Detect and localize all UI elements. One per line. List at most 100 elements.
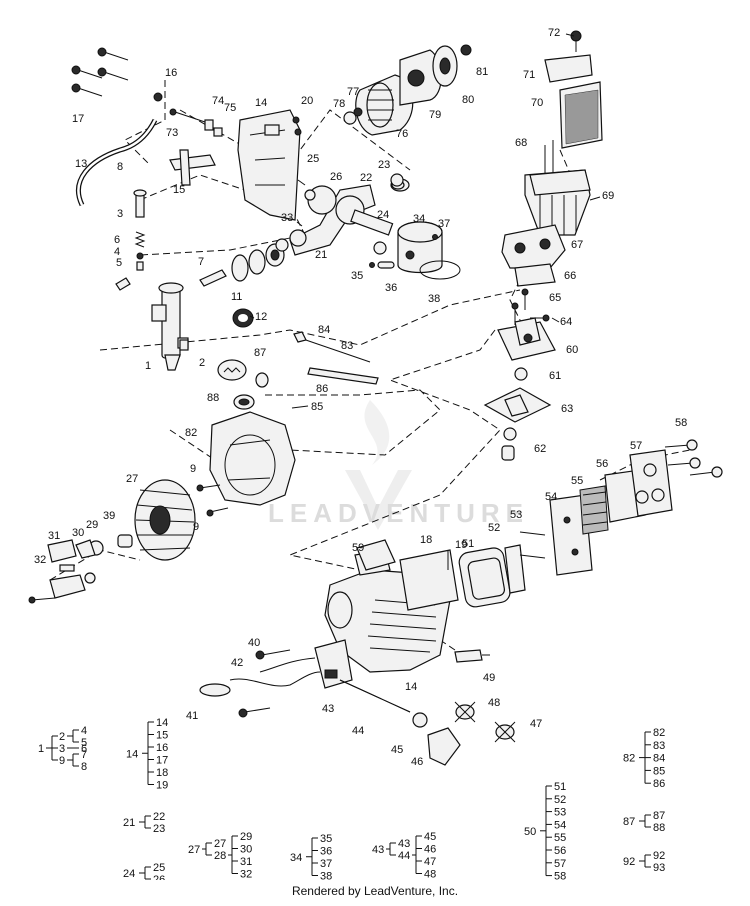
callout-71: 71 xyxy=(523,69,535,81)
bearing-22b xyxy=(390,173,404,187)
callout-82: 82 xyxy=(185,427,197,439)
muffler-51 xyxy=(458,547,511,608)
nut-48 xyxy=(454,701,476,723)
legend-number: 18 xyxy=(156,767,168,779)
clutch-parts-left xyxy=(28,534,133,604)
callout-34: 34 xyxy=(413,213,425,225)
callout-32: 32 xyxy=(34,554,46,566)
callout-15: 15 xyxy=(173,184,185,196)
callout-5: 5 xyxy=(116,257,122,269)
legend-number: 44 xyxy=(398,850,410,862)
legend-number: 15 xyxy=(156,730,168,742)
screw-20b xyxy=(294,128,302,136)
legend-number: 21 xyxy=(123,817,135,829)
callout-18: 18 xyxy=(420,534,432,546)
footer-credit: Rendered by LeadVenture, Inc. xyxy=(291,884,459,898)
callout-86: 86 xyxy=(316,383,328,395)
legend-number: 25 xyxy=(153,862,165,874)
leader-lines xyxy=(249,33,601,409)
callout-19: 19 xyxy=(455,539,467,551)
assembly-line xyxy=(179,109,411,171)
legend-number: 52 xyxy=(554,794,566,806)
legend-number: 56 xyxy=(554,845,566,857)
legend-number: 92 xyxy=(653,850,665,862)
seals-crank xyxy=(231,243,285,282)
callout-48: 48 xyxy=(488,697,500,709)
callout-40: 40 xyxy=(248,637,260,649)
pump-shaft-7 xyxy=(199,269,227,287)
callout-70: 70 xyxy=(531,97,543,109)
legend-number: 6 xyxy=(81,743,87,755)
legend-number: 51 xyxy=(554,781,566,793)
exploded-view: LEADVENTURE xyxy=(28,27,723,886)
nut-61b xyxy=(503,427,517,441)
shield-18 xyxy=(399,549,459,611)
callout-56: 56 xyxy=(596,458,608,470)
callout-11: 11 xyxy=(231,291,242,303)
legend-number: 93 xyxy=(653,862,665,874)
callout-66: 66 xyxy=(564,270,576,282)
legend-number: 9 xyxy=(59,755,65,767)
clip-87 xyxy=(255,372,269,388)
callout-39: 39 xyxy=(103,510,115,522)
legend-number: 83 xyxy=(653,740,665,752)
legend-number: 46 xyxy=(424,844,436,856)
crankcase-14 xyxy=(237,109,301,221)
screws-58 xyxy=(664,439,723,478)
callout-76: 76 xyxy=(396,128,408,140)
assembly-line xyxy=(139,174,306,256)
callout-12: 12 xyxy=(255,311,267,323)
callout-29: 29 xyxy=(86,519,98,531)
callout-8: 8 xyxy=(117,161,123,173)
legend-number: 48 xyxy=(424,869,436,881)
callout-6: 6 xyxy=(114,234,120,246)
nut-61 xyxy=(514,367,528,381)
legend-number: 45 xyxy=(424,831,436,843)
callout-1: 1 xyxy=(145,360,151,372)
callout-14: 14 xyxy=(255,97,267,109)
intake-60 xyxy=(497,317,556,361)
legend-number: 54 xyxy=(554,819,566,831)
legend-number: 58 xyxy=(554,871,566,880)
legend-number: 43 xyxy=(398,838,410,850)
legend-number: 34 xyxy=(290,852,302,864)
gasket-52 xyxy=(504,544,526,594)
legend-number: 87 xyxy=(653,810,665,822)
callout-30: 30 xyxy=(72,527,84,539)
callout-43: 43 xyxy=(322,703,334,715)
rod-83 xyxy=(299,337,371,363)
callout-20: 20 xyxy=(301,95,313,107)
legend-number: 30 xyxy=(240,844,252,856)
legend-number: 29 xyxy=(240,831,252,843)
fuel-line-13-inner xyxy=(77,119,157,206)
callout-63: 63 xyxy=(561,403,573,415)
callout-67: 67 xyxy=(571,239,583,251)
callout-53: 53 xyxy=(510,509,522,521)
legend-number: 84 xyxy=(653,753,665,765)
assembly-line xyxy=(124,80,166,166)
callout-3: 3 xyxy=(117,208,123,220)
fan-housing-82 xyxy=(209,411,296,506)
leader-line xyxy=(291,405,309,409)
crankshaft-21 xyxy=(289,178,410,256)
button-88-center xyxy=(238,398,250,406)
callout-79: 79 xyxy=(429,109,441,121)
ring-38 xyxy=(419,260,461,280)
legend-number: 17 xyxy=(156,755,168,767)
leader-line xyxy=(589,196,601,201)
callout-61: 61 xyxy=(549,370,561,382)
small-parts-top xyxy=(169,108,223,186)
callout-60: 60 xyxy=(566,344,578,356)
cover-57 xyxy=(629,449,673,517)
legend-number: 27 xyxy=(188,844,200,856)
callout-9: 9 xyxy=(193,521,199,533)
callout-88: 88 xyxy=(207,392,219,404)
air-filter xyxy=(544,30,603,149)
screw-53 xyxy=(519,531,546,536)
pin-parts-35-37 xyxy=(369,234,438,269)
legend-number: 22 xyxy=(153,811,165,823)
legend-number: 32 xyxy=(240,869,252,881)
callout-54: 54 xyxy=(545,491,557,503)
